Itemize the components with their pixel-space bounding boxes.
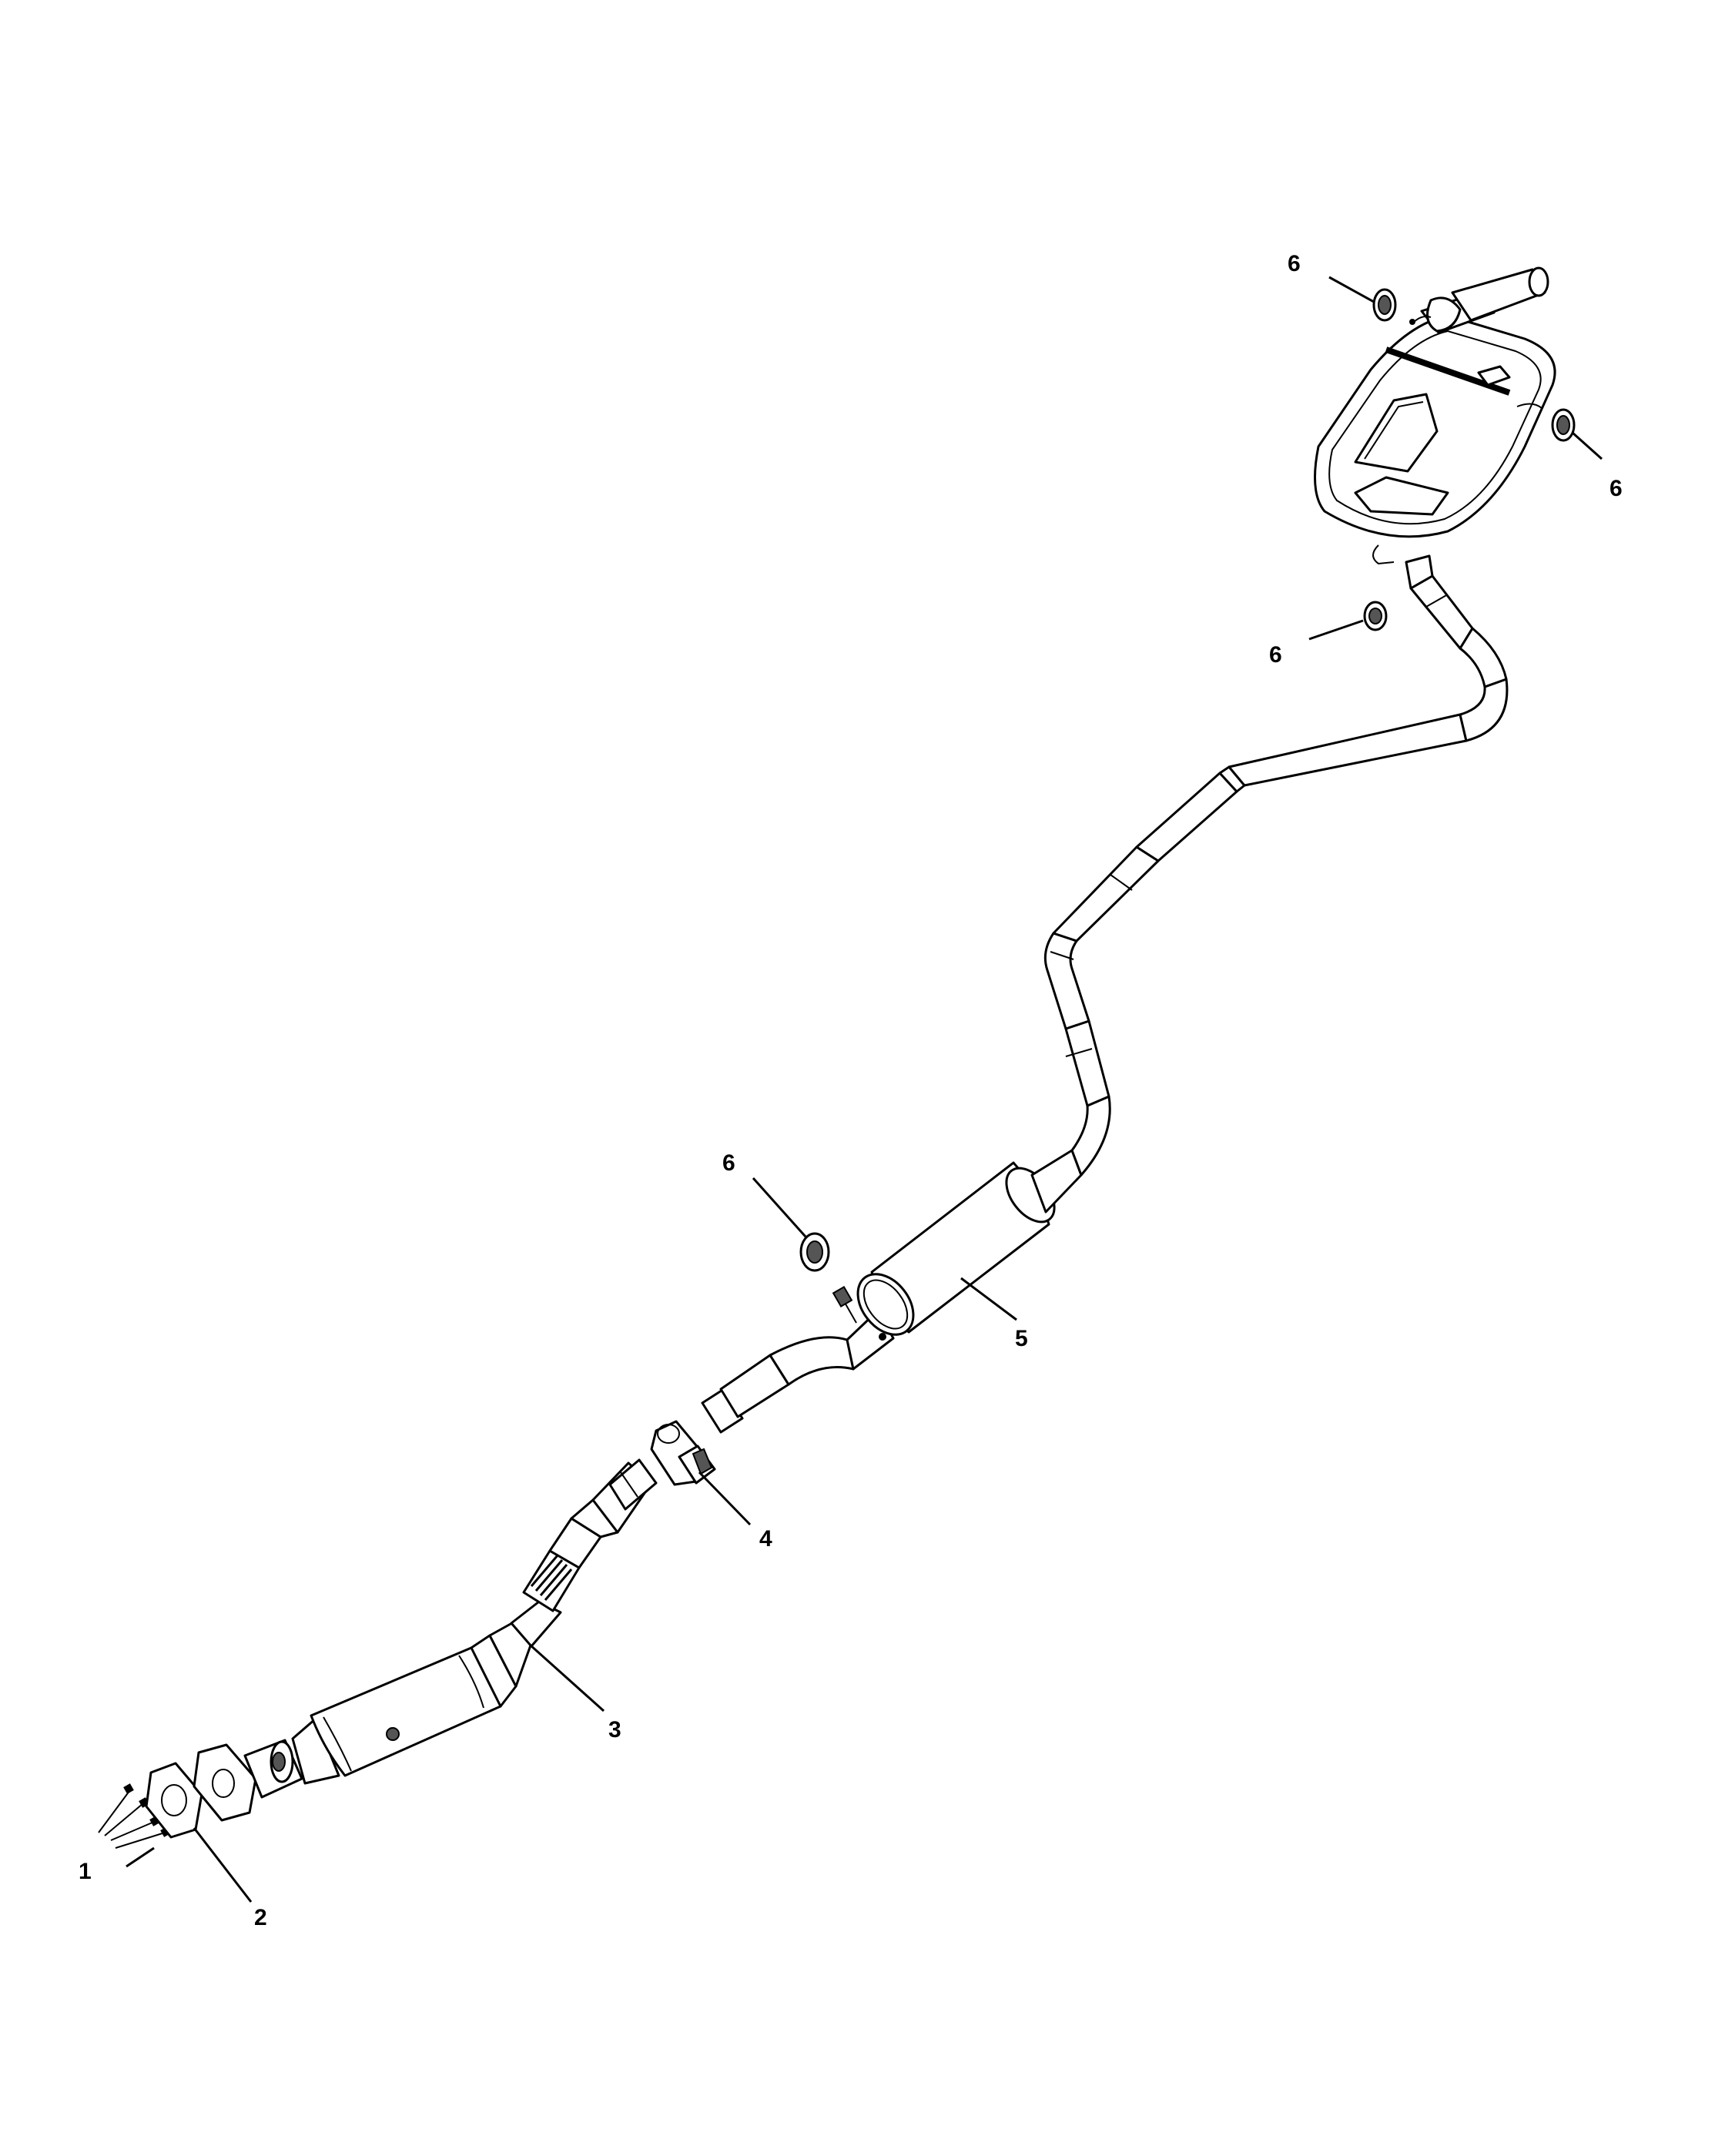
callout-3: 3 — [608, 1717, 621, 1743]
part-4-clamp — [650, 1420, 716, 1486]
part-6-isolator-top — [1372, 288, 1397, 322]
part-6-isolator-mid — [799, 1232, 830, 1272]
callout-6-top: 6 — [1288, 251, 1301, 276]
callout-4: 4 — [759, 1526, 772, 1552]
leader-lines — [126, 276, 1603, 1903]
callout-1: 1 — [79, 1859, 92, 1884]
callout-2: 2 — [254, 1905, 267, 1930]
callout-6-mid: 6 — [722, 1150, 735, 1176]
part-2-gasket — [145, 1762, 203, 1839]
part-6-isolator-right — [1551, 408, 1576, 442]
part-5-intermediate-pipe-resonator — [701, 554, 1509, 1434]
rear-muffler — [1314, 266, 1556, 565]
callout-6-lower: 6 — [1269, 642, 1282, 668]
part-3-front-pipe-converter — [193, 1458, 658, 1822]
part-6-isolator-lower — [1363, 601, 1388, 631]
callout-5: 5 — [1015, 1326, 1028, 1351]
callout-6-right: 6 — [1609, 476, 1623, 501]
